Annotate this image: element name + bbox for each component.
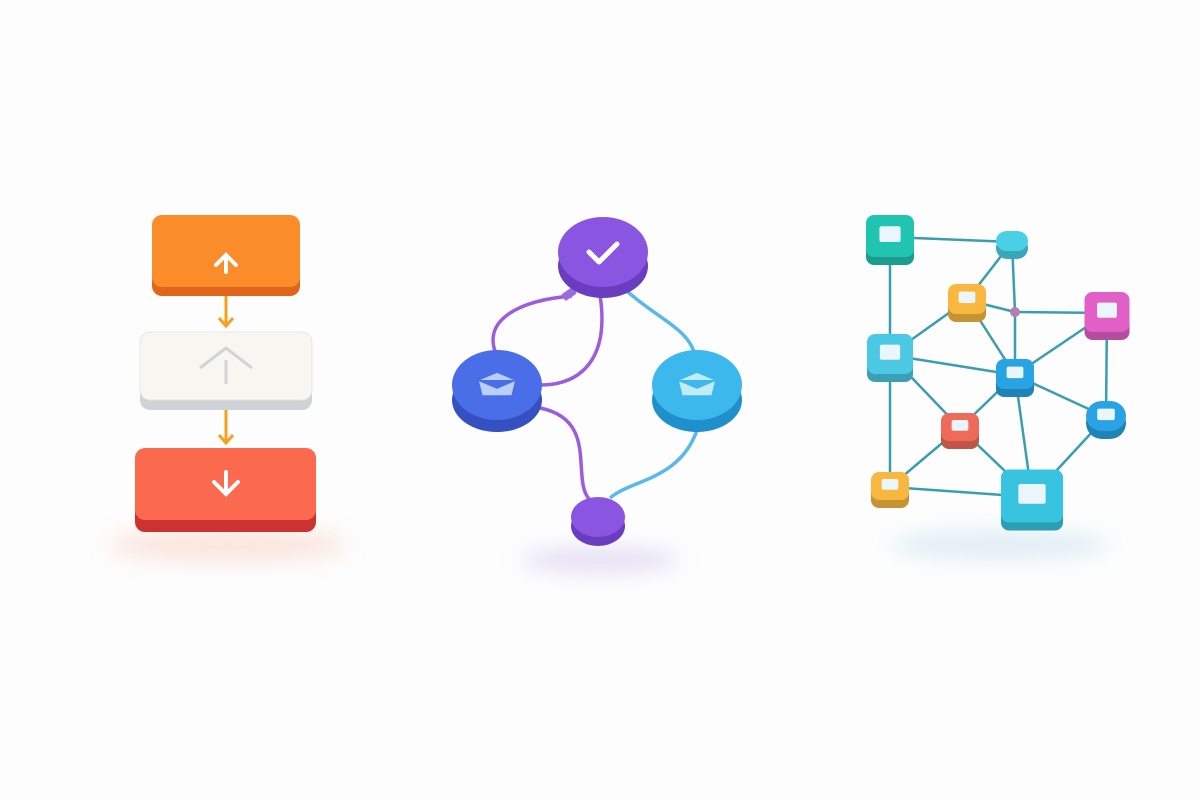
- network-node[interactable]: [996, 359, 1034, 397]
- check-icon: [586, 241, 620, 265]
- square-icon: [958, 291, 976, 304]
- network-node[interactable]: [996, 231, 1028, 259]
- network-graph: [866, 215, 1130, 561]
- network-node[interactable]: [866, 215, 914, 265]
- square-icon: [879, 226, 901, 243]
- flow-node-middle[interactable]: [139, 331, 313, 410]
- square-icon: [1006, 366, 1024, 379]
- network-node[interactable]: [941, 413, 979, 449]
- network-node[interactable]: [867, 334, 913, 382]
- square-icon: [1018, 484, 1046, 504]
- graph-node-left[interactable]: [452, 350, 542, 432]
- arrow-up-icon: [214, 252, 238, 274]
- graph-node-right[interactable]: [652, 350, 742, 432]
- network-node[interactable]: [1086, 401, 1126, 439]
- flow-node-bottom[interactable]: [135, 448, 316, 532]
- network-node[interactable]: [871, 472, 909, 508]
- network-node[interactable]: [1001, 469, 1063, 531]
- flow-node-top[interactable]: [152, 215, 300, 296]
- flow-connector: [217, 295, 235, 446]
- square-icon: [1097, 408, 1115, 421]
- square-icon: [879, 344, 901, 360]
- network-node[interactable]: [1084, 292, 1130, 340]
- square-icon: [951, 420, 969, 431]
- network-junction: [1010, 307, 1020, 317]
- circle-graph: [452, 217, 742, 574]
- upload-icon: [199, 346, 253, 384]
- square-icon: [881, 479, 899, 490]
- envelope-icon: [477, 371, 517, 397]
- graph-edges: [491, 287, 699, 502]
- graph-node-check[interactable]: [558, 217, 648, 298]
- flowchart: [108, 215, 348, 563]
- network-node[interactable]: [948, 284, 986, 322]
- graph-node-bottom[interactable]: [571, 497, 625, 546]
- square-icon: [1097, 302, 1117, 318]
- envelope-icon: [677, 371, 717, 397]
- arrow-down-icon: [212, 470, 240, 497]
